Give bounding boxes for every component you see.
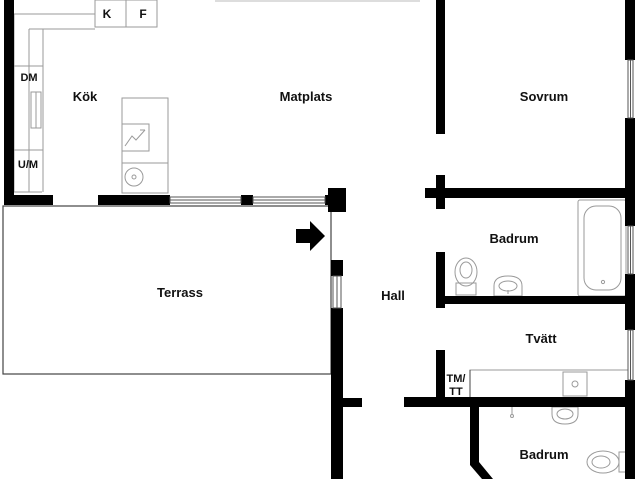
washbasin-icon — [510, 406, 579, 425]
kitchen-fixtures — [13, 0, 169, 194]
room-label-terrass: Terrass — [157, 285, 203, 300]
terrace-area — [2, 205, 332, 375]
toilet-icon — [454, 257, 478, 296]
room-label-badrum: Badrum — [489, 231, 538, 246]
walls — [4, 0, 635, 479]
bathtub-icon — [577, 199, 627, 297]
appliance-label-tt: TT — [449, 386, 463, 398]
kitchen-sink-icon — [124, 167, 144, 187]
windows — [169, 59, 634, 381]
toilet-icon — [586, 450, 630, 474]
appliance-label-frys: F — [139, 7, 146, 21]
room-label-sovrum: Sovrum — [520, 89, 568, 104]
room-label-hall: Hall — [381, 288, 405, 303]
room-label-kok: Kök — [73, 89, 98, 104]
stove-icon — [121, 123, 150, 152]
room-label-matplats: Matplats — [280, 89, 333, 104]
appliance-label-ugn-mikro: U/M — [18, 159, 38, 171]
arrow-right-icon — [296, 221, 325, 251]
room-label-tvatt: Tvätt — [525, 331, 557, 346]
room-label-badrum: Badrum — [519, 447, 568, 462]
laundry-counter — [469, 369, 629, 399]
appliance-label-tm: TM/ — [447, 373, 466, 385]
appliance-label-diskmaskin: DM — [20, 72, 37, 84]
appliance-label-kyl: K — [103, 7, 112, 21]
washbasin-icon — [493, 275, 523, 297]
